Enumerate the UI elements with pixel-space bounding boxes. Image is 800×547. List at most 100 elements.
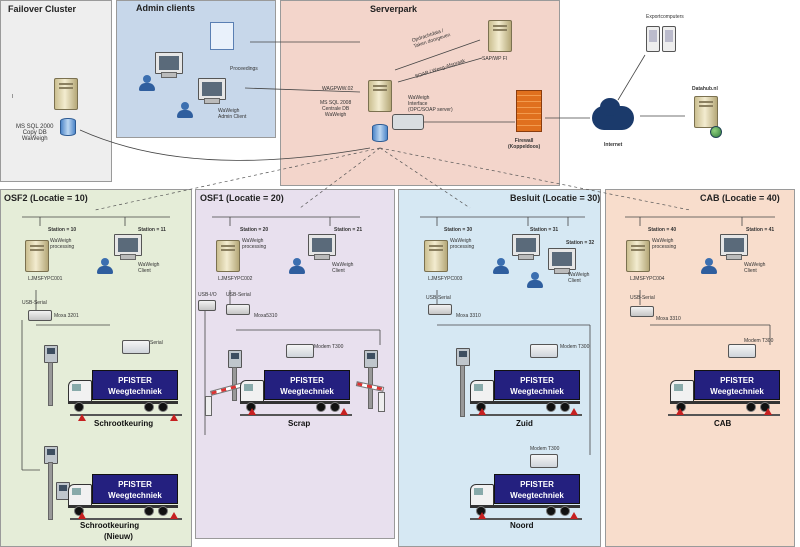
cab-title: CAB (Locatie = 40) bbox=[700, 193, 780, 203]
besluit-user-icon bbox=[492, 258, 510, 274]
cab-usb-label: USB-Serial bbox=[630, 295, 655, 301]
admin-client-label: WaWeigh Admin Client bbox=[218, 108, 247, 120]
truck-chassis bbox=[68, 505, 178, 508]
besluit-server-icon bbox=[424, 240, 448, 272]
router-label: WaWeigh Interface (OPC/SOAP server) bbox=[408, 95, 453, 113]
sap-label: SAP/WP FI bbox=[482, 56, 508, 62]
cab-server-label: WaWeigh processing bbox=[652, 238, 677, 250]
osf2-sensor-marker bbox=[170, 414, 178, 421]
truck-chassis bbox=[470, 401, 580, 404]
besluit-sensor-marker bbox=[570, 512, 578, 519]
truck-wheel bbox=[546, 402, 556, 412]
truck-wheel bbox=[144, 402, 154, 412]
osf1-usb-io-label: USB-I/O bbox=[198, 292, 217, 298]
besluit-sensor-marker bbox=[478, 408, 486, 415]
truck-cab bbox=[68, 484, 92, 506]
besluit-moxa-icon bbox=[428, 304, 452, 315]
truck-wheel bbox=[560, 506, 570, 516]
besluit-server-label: WaWeigh processing bbox=[450, 238, 475, 250]
truck-line2: Weegtechniek bbox=[280, 387, 334, 396]
osf1-modem-icon bbox=[286, 344, 314, 358]
osf2-client-label: WaWeigh Client bbox=[138, 262, 160, 274]
osf1-modem-label: Modem T300 bbox=[314, 344, 344, 350]
admin-user-icon bbox=[176, 102, 194, 118]
osf1-usb-serial-label: USB-Serial bbox=[226, 292, 251, 298]
osf2-pole bbox=[48, 462, 53, 520]
truck-line1: PFISTER bbox=[520, 376, 554, 385]
osf2-user-icon bbox=[96, 258, 114, 274]
osf1-title: OSF1 (Locatie = 20) bbox=[200, 193, 284, 203]
osf2-caption-2: Schrootkeuring bbox=[80, 521, 140, 530]
osf2-caption-2b: (Nieuw) bbox=[104, 532, 133, 541]
besluit-station-c: Station = 32 bbox=[566, 240, 595, 246]
osf1-moxa-label: Moxa5310 bbox=[254, 313, 278, 319]
osf1-client-label: WaWeigh Client bbox=[332, 262, 354, 274]
osf2-usb-label: USB-Serial bbox=[22, 300, 47, 306]
besluit-sensor-marker bbox=[570, 408, 578, 415]
cab-scale-platform bbox=[668, 414, 780, 416]
central-server-label: MS SQL 2008 Centrale DB WaWeigh bbox=[320, 100, 352, 118]
cab-sensor-marker bbox=[676, 408, 684, 415]
osf2-station-b: Station = 11 bbox=[138, 227, 166, 233]
osf1-usb-io-icon bbox=[198, 300, 216, 311]
internet-cloud-icon bbox=[592, 98, 634, 130]
truck-line1: PFISTER bbox=[290, 376, 324, 385]
osf1-terminal-icon bbox=[364, 350, 378, 368]
cab-server-icon bbox=[626, 240, 650, 272]
globe-icon bbox=[710, 126, 722, 138]
truck-wheel bbox=[144, 506, 154, 516]
truck-chassis bbox=[240, 401, 350, 404]
besluit-station-b: Station = 31 bbox=[530, 227, 559, 233]
osf2-moxa-label: Moxa 3201 bbox=[54, 313, 79, 319]
osf2-serial-device-icon bbox=[122, 340, 150, 354]
osf1-server-label: WaWeigh processing bbox=[242, 238, 267, 250]
cab-user-icon bbox=[700, 258, 718, 274]
besluit-usb-label: USB-Serial bbox=[426, 295, 451, 301]
cab-caption: CAB bbox=[714, 419, 732, 428]
central-server-icon bbox=[368, 80, 392, 112]
besluit-client-computer-icon bbox=[512, 234, 540, 260]
besluit-scale-platform bbox=[470, 518, 582, 520]
admin-title: Admin clients bbox=[136, 3, 196, 13]
besluit-title: Besluit (Locatie = 30) bbox=[510, 193, 601, 203]
truck-cab bbox=[470, 484, 494, 506]
besluit-terminal-icon bbox=[456, 348, 470, 366]
export-label: Exportcomputers bbox=[646, 14, 684, 20]
besluit-scale-platform bbox=[470, 414, 582, 416]
truck-line1: PFISTER bbox=[520, 480, 554, 489]
osf2-pole bbox=[48, 362, 53, 406]
truck-wheel bbox=[560, 402, 570, 412]
cab-client-label: WaWeigh Client bbox=[744, 262, 766, 274]
truck-wheel bbox=[316, 402, 326, 412]
osf2-scale-platform bbox=[70, 518, 182, 520]
besluit-modem-b-label: Modem T300 bbox=[530, 446, 560, 452]
datahub-server-icon bbox=[694, 96, 718, 128]
central-server-name: WAGPWW.02 bbox=[322, 86, 354, 92]
osf1-barrier-icon bbox=[205, 396, 212, 416]
central-database-icon bbox=[372, 124, 388, 142]
besluit-client-label: WaWeigh Client bbox=[568, 272, 590, 284]
sap-server-icon bbox=[488, 20, 512, 52]
osf2-server-icon bbox=[25, 240, 49, 272]
osf2-moxa-icon bbox=[28, 310, 52, 321]
besluit-modem-a-icon bbox=[530, 344, 558, 358]
router-icon bbox=[392, 114, 424, 130]
truck-chassis bbox=[670, 401, 780, 404]
truck-line1: PFISTER bbox=[720, 376, 754, 385]
failover-server-label: I bbox=[12, 94, 14, 100]
failover-title: Failover Cluster bbox=[8, 4, 77, 14]
osf1-user-icon bbox=[288, 258, 306, 274]
truck-cab bbox=[470, 380, 494, 402]
truck-chassis bbox=[470, 505, 580, 508]
cab-station-b: Station = 41 bbox=[746, 227, 775, 233]
export-device-icon bbox=[646, 26, 660, 52]
truck-cab bbox=[670, 380, 694, 402]
cab-station-a: Station = 40 bbox=[648, 227, 677, 233]
